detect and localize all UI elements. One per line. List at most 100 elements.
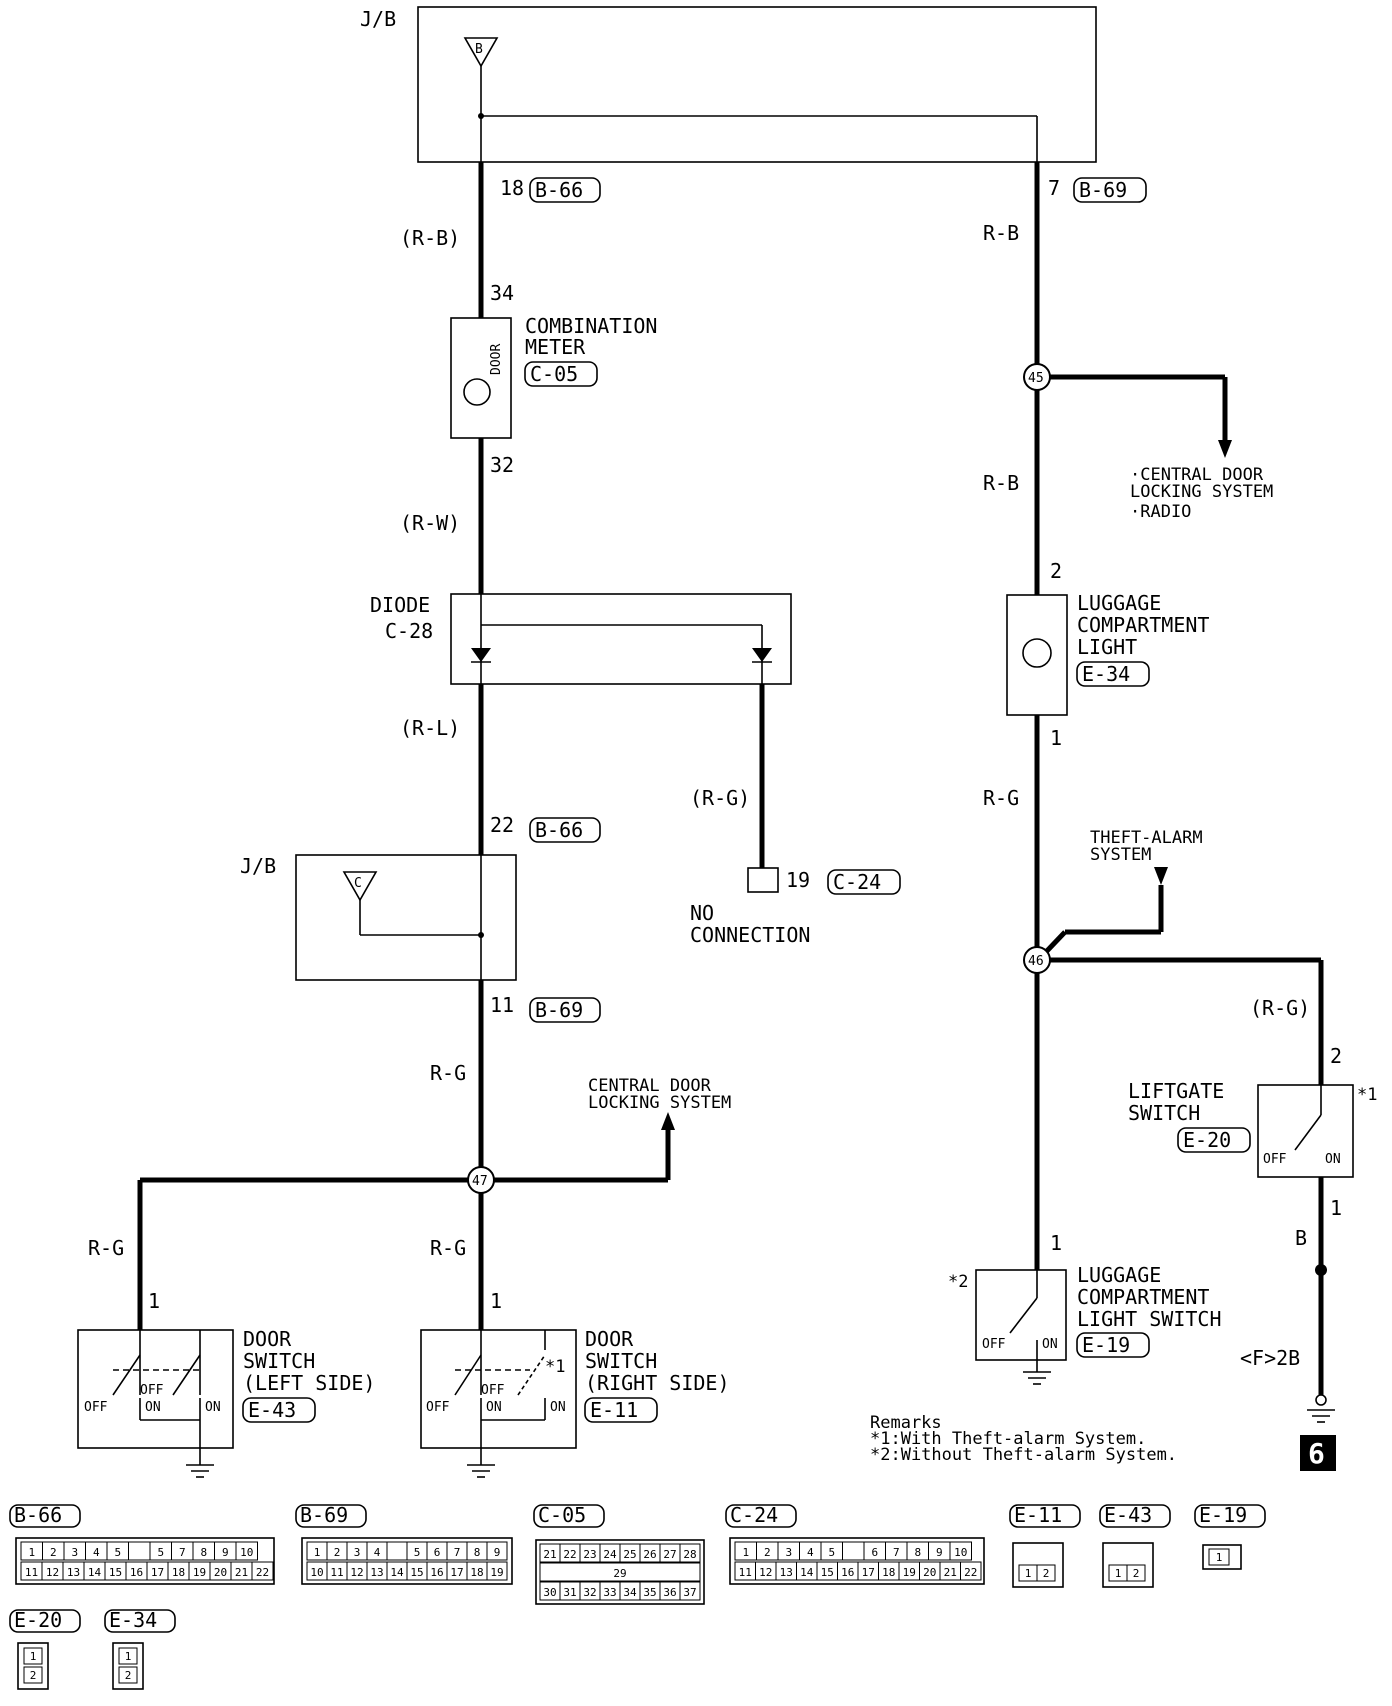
face-b66-bot-5: 16 <box>130 1566 143 1579</box>
diode-label-1: DIODE <box>370 593 430 617</box>
face-b66-title: B-66 <box>14 1503 62 1527</box>
splice-45-label: 45 <box>1028 371 1044 386</box>
diode-box <box>450 593 792 685</box>
face-c24-top-5-cell <box>842 1541 865 1561</box>
face-c05-top-7-cell <box>679 1543 701 1563</box>
luggage-light-box <box>1006 594 1068 716</box>
wire-rb-2: R-B <box>983 471 1019 495</box>
face-b69-top-4-cell <box>386 1541 408 1561</box>
theft-alarm-label-1: THEFT-ALARM <box>1090 828 1203 848</box>
door-switch-right-label-2: SWITCH <box>585 1349 657 1373</box>
pin-1-left: 1 <box>148 1289 160 1313</box>
pin-1-liftgate: 1 <box>1330 1196 1342 1220</box>
face-e43-1-cell <box>1126 1564 1146 1582</box>
door-right-on-2: ON <box>550 1400 566 1415</box>
luggage-switch-label-1: LUGGAGE <box>1077 1263 1161 1287</box>
face-b69-bot-2: 12 <box>350 1566 363 1579</box>
no-connection-label-1: NO <box>690 901 714 925</box>
luggage-switch-off: OFF <box>982 1337 1006 1352</box>
splice-47-label: 47 <box>472 1174 488 1189</box>
face-c05 <box>535 1539 705 1605</box>
luggage-lamp-icon <box>1022 638 1052 668</box>
face-e20-a-0-cell <box>23 1647 43 1665</box>
face-c24-bot-4: 15 <box>821 1566 834 1579</box>
door-switch-left-label-3: (LEFT SIDE) <box>243 1371 375 1395</box>
face-e19-title: E-19 <box>1199 1503 1247 1527</box>
face-b66-top-6: 5 <box>157 1546 164 1559</box>
face-c05-bot-3: 33 <box>603 1586 616 1599</box>
face-c05-bot-7-cell <box>679 1581 701 1601</box>
face-b66-bot-2: 13 <box>67 1566 80 1579</box>
door-switch-left-label-2: SWITCH <box>243 1349 315 1373</box>
face-b66-top-3: 4 <box>93 1546 100 1559</box>
face-e43-1: 2 <box>1133 1567 1140 1580</box>
face-b66-top-10: 10 <box>240 1546 253 1559</box>
wire-rb-paren: (R-B) <box>400 226 460 250</box>
liftgate-switch-box <box>1257 1084 1354 1178</box>
combination-meter-label-2: METER <box>525 335 586 359</box>
door-left-on-1: ON <box>145 1400 161 1415</box>
face-e19 <box>1202 1544 1242 1570</box>
face-c24-top-0: 1 <box>742 1546 749 1559</box>
face-c05-top-5: 26 <box>643 1548 656 1561</box>
face-e34-a-0: 1 <box>125 1650 132 1663</box>
wire-rg-2: R-G <box>88 1236 124 1260</box>
face-b66-top-10-cell <box>235 1541 258 1561</box>
face-b66-bot-4: 15 <box>109 1566 122 1579</box>
face-b69-top-6: 6 <box>434 1546 441 1559</box>
wire-rw: (R-W) <box>400 511 460 535</box>
face-b69-top-9: 9 <box>494 1546 501 1559</box>
face-b69-top-7: 7 <box>454 1546 461 1559</box>
no-connection-terminal <box>747 867 779 893</box>
central-radio-label-2: LOCKING SYSTEM <box>1130 482 1273 502</box>
face-c05-top-4: 25 <box>623 1548 636 1561</box>
door-lamp-icon <box>463 378 491 406</box>
central-lock-label-1: CENTRAL DOOR <box>588 1076 712 1096</box>
face-c05-top-2: 23 <box>583 1548 596 1561</box>
face-e34 <box>112 1642 144 1690</box>
connector-b69-ref: B-69 <box>1079 178 1127 202</box>
right-circuit: 7 B-69 R-B 45 ·CENTRAL DOOR LOCKING SYST… <box>948 162 1377 1423</box>
remarks-line-2: *2:Without Theft-alarm System. <box>870 1445 1177 1465</box>
wire-rb-1: R-B <box>983 221 1019 245</box>
face-b66-top-9: 9 <box>222 1546 229 1559</box>
door-right-off-2: OFF <box>481 1383 505 1398</box>
face-b66-bot-1: 12 <box>46 1566 59 1579</box>
face-c24-bot-8: 19 <box>903 1566 916 1579</box>
face-b66-bot-8: 19 <box>193 1566 206 1579</box>
face-e34-b: 2 <box>125 1669 132 1682</box>
face-e11-0: 1 <box>1025 1567 1032 1580</box>
luggage-switch-box <box>975 1269 1067 1361</box>
face-c05-mid: 29 <box>613 1567 626 1580</box>
page-number: 6 <box>1308 1437 1325 1470</box>
face-e11-1-cell <box>1036 1564 1056 1582</box>
door-switch-left: OFF OFF ON ON DOOR SWITCH (LEFT SIDE) E-… <box>77 1327 375 1478</box>
face-e43-0: 1 <box>1115 1567 1122 1580</box>
face-b69-top-0: 1 <box>314 1546 321 1559</box>
face-c24-bot-1: 12 <box>759 1566 772 1579</box>
face-b69-bot-9: 19 <box>490 1566 503 1579</box>
face-e20-title: E-20 <box>14 1608 62 1632</box>
face-c24-bot-0: 11 <box>739 1566 752 1579</box>
pin-2-liftgate: 2 <box>1330 1044 1342 1068</box>
pin-22: 22 <box>490 813 514 837</box>
wire-rg-paren-right: (R-G) <box>1250 996 1310 1020</box>
face-c24-bot-11-cell <box>960 1561 982 1581</box>
face-c24-top-8: 8 <box>914 1546 921 1559</box>
face-e20-b-cell <box>23 1666 43 1684</box>
wire-b: B <box>1295 1226 1307 1250</box>
connector-e20-ref: E-20 <box>1183 1128 1231 1152</box>
combination-meter-label-1: COMBINATION <box>525 314 657 338</box>
face-c24-top-7: 7 <box>893 1546 900 1559</box>
connector-e34-ref: E-34 <box>1082 662 1130 686</box>
face-b69-bot-7: 17 <box>450 1566 463 1579</box>
face-b69-top-8: 8 <box>474 1546 481 1559</box>
pin-19: 19 <box>786 868 810 892</box>
face-e43 <box>1102 1542 1154 1588</box>
liftgate-label-1: LIFTGATE <box>1128 1079 1224 1103</box>
door-right-star1: *1 <box>545 1357 565 1377</box>
door-left-off-1: OFF <box>84 1400 108 1415</box>
liftgate-on: ON <box>1325 1152 1341 1167</box>
face-c24-top-10-cell <box>949 1541 972 1561</box>
luggage-switch-on: ON <box>1042 1337 1058 1352</box>
